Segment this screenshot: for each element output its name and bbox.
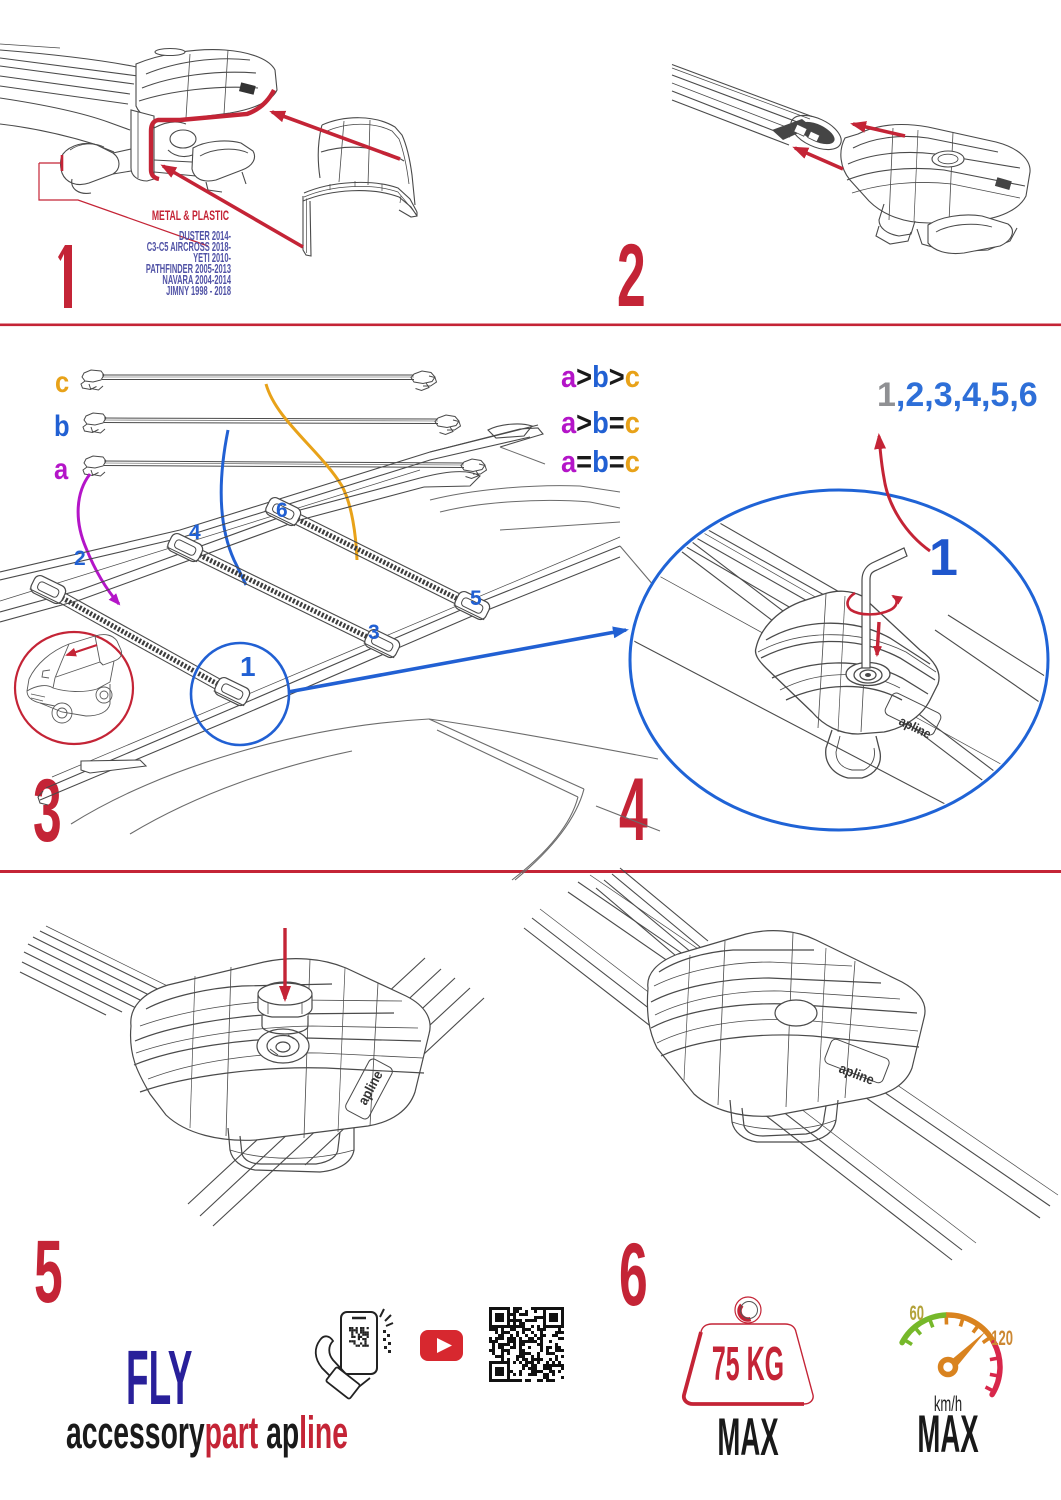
svg-text:4: 4: [189, 521, 201, 544]
svg-text:60: 60: [910, 1301, 924, 1325]
svg-text:6: 6: [276, 499, 288, 522]
svg-text:1: 1: [240, 651, 256, 682]
svg-text:3: 3: [368, 621, 380, 644]
svg-text:b: b: [54, 409, 70, 442]
svg-text:km/h: km/h: [934, 1392, 962, 1416]
svg-text:75 KG: 75 KG: [712, 1337, 784, 1391]
svg-text:c: c: [55, 365, 69, 398]
svg-text:METAL & PLASTIC: METAL & PLASTIC: [152, 208, 230, 224]
svg-text:NAVARA 2004-2014: NAVARA 2004-2014: [162, 274, 231, 287]
svg-text:a: a: [54, 452, 69, 485]
svg-text:a=b=c: a=b=c: [561, 445, 640, 479]
svg-text:MAX: MAX: [717, 1407, 778, 1466]
svg-text:1,2,3,4,5,6: 1,2,3,4,5,6: [877, 376, 1038, 414]
svg-text:3: 3: [33, 761, 62, 860]
svg-text:5: 5: [34, 1222, 63, 1321]
svg-text:MAX: MAX: [917, 1404, 978, 1463]
svg-text:accessorypart apline: accessorypart apline: [66, 1407, 348, 1457]
svg-text:1: 1: [929, 529, 958, 587]
svg-text:FLY: FLY: [126, 1334, 192, 1421]
svg-text:2: 2: [617, 226, 646, 325]
svg-text:JIMNY 1998 - 2018: JIMNY 1998 - 2018: [166, 285, 231, 298]
svg-text:PATHFINDER 2005-2013: PATHFINDER 2005-2013: [146, 263, 231, 276]
svg-text:2: 2: [74, 547, 86, 570]
svg-text:DUSTER 2014-: DUSTER 2014-: [179, 230, 231, 243]
svg-text:YETI 2010-: YETI 2010-: [193, 252, 231, 265]
svg-text:5: 5: [470, 587, 482, 610]
svg-text:C3-C5 AIRCROSS 2018-: C3-C5 AIRCROSS 2018-: [147, 241, 232, 254]
svg-text:a>b>c: a>b>c: [561, 360, 640, 394]
svg-text:4: 4: [619, 760, 648, 859]
svg-text:a>b=c: a>b=c: [561, 406, 640, 440]
svg-text:6: 6: [619, 1225, 648, 1324]
svg-text:120: 120: [991, 1326, 1013, 1350]
